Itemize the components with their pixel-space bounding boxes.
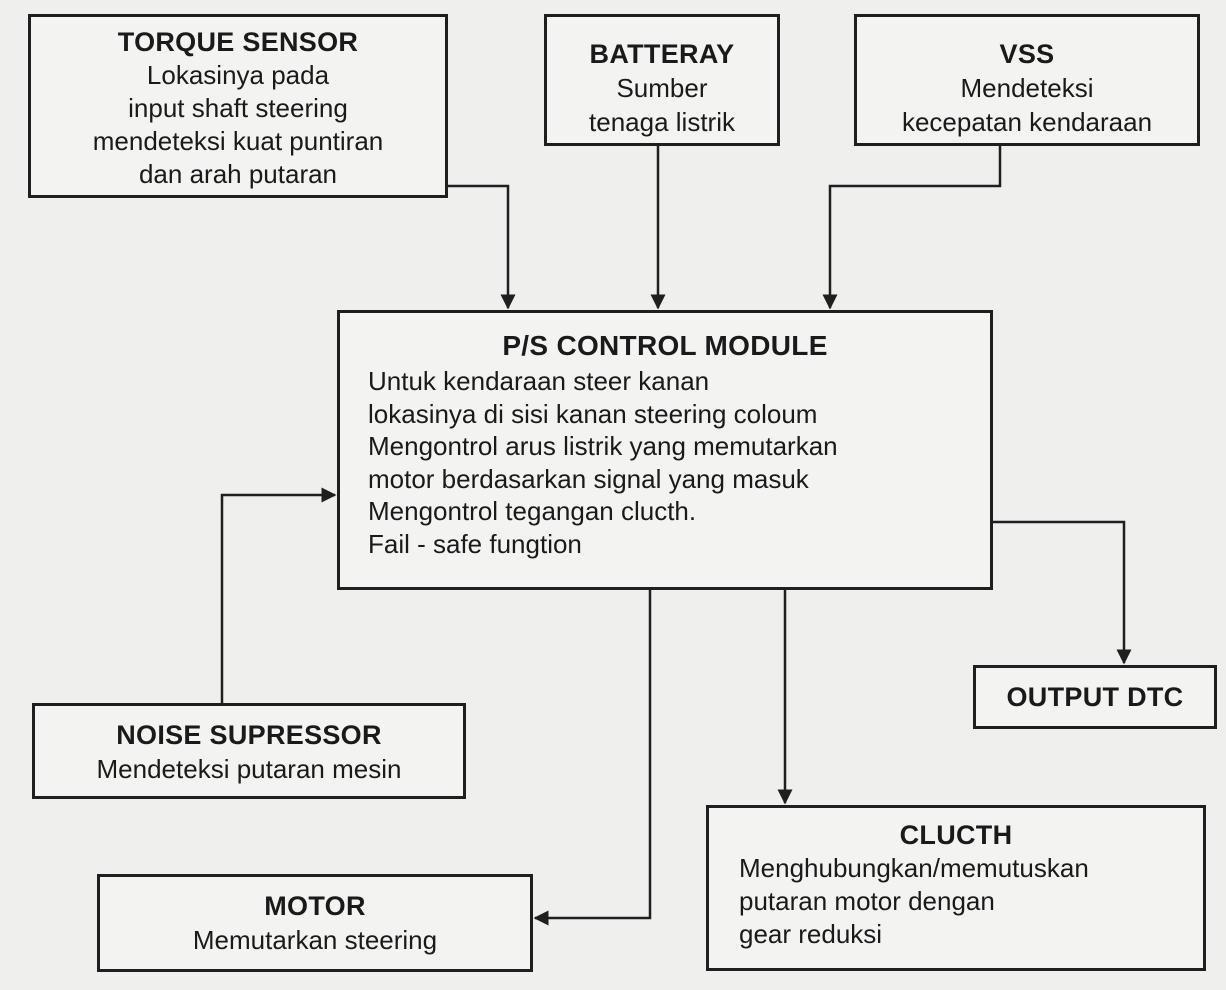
motor-line: Memutarkan steering [192,925,438,955]
battery-line: Sumber [616,73,708,103]
clutch-line: gear reduksi [739,919,883,949]
torque-sensor-line: input shaft steering [128,93,348,123]
control-module-line: Mengontrol tegangan clucth. [368,496,697,526]
clutch-block: CLUCTH Menghubungkan/memutuskan putaran … [706,805,1206,971]
torque-sensor-line: dan arah putaran [138,159,338,189]
control-module-line: Fail - safe fungtion [368,528,582,559]
battery-block: BATTERAY Sumber tenaga listrik [544,14,780,146]
noise-suppressor-block: NOISE SUPRESSOR Mendeteksi putaran mesin [32,703,466,799]
output-dtc-block: OUTPUT DTC [973,665,1217,729]
torque-sensor-line: mendeteksi kuat puntiran [92,126,384,156]
control-module-title: P/S CONTROL MODULE [502,330,828,361]
control-module-block: P/S CONTROL MODULE Untuk kendaraan steer… [337,310,993,590]
vss-line: Mendeteksi [960,73,1094,103]
battery-title: BATTERAY [589,39,735,69]
clutch-line: putaran motor dengan [739,886,995,916]
torque-sensor-title: TORQUE SENSOR [117,27,359,57]
control-module-line: motor berdasarkan signal yang masuk [368,463,809,494]
control-module-line: lokasinya di sisi kanan steering coloum [368,398,818,429]
motor-title: MOTOR [264,891,366,921]
torque-sensor-line: Lokasinya pada [146,60,330,90]
output-dtc-title: OUTPUT DTC [1006,682,1184,712]
arrow-vss-to-control [822,146,1002,310]
battery-line: tenaga listrik [589,107,735,137]
noise-suppressor-line: Mendeteksi putaran mesin [96,754,402,784]
clutch-line: Menghubungkan/memutuskan [739,853,1089,883]
vss-line: kecepatan kendaraan [901,107,1153,137]
motor-block: MOTOR Memutarkan steering [97,874,533,972]
vss-block: VSS Mendeteksi kecepatan kendaraan [854,14,1200,146]
vss-title: VSS [999,39,1055,69]
control-module-line: Untuk kendaraan steer kanan [368,366,710,396]
arrow-control-to-motor [533,590,652,926]
noise-suppressor-title: NOISE SUPRESSOR [116,720,382,750]
torque-sensor-block: TORQUE SENSOR Lokasinya pada input shaft… [28,14,448,198]
control-module-line: Mengontrol arus listrik yang memutarkan [368,431,838,461]
arrow-noise-to-control [220,487,337,703]
clutch-title: CLUCTH [899,820,1013,850]
arrow-torque-to-control [448,184,516,310]
arrow-control-to-dtc [993,520,1132,665]
